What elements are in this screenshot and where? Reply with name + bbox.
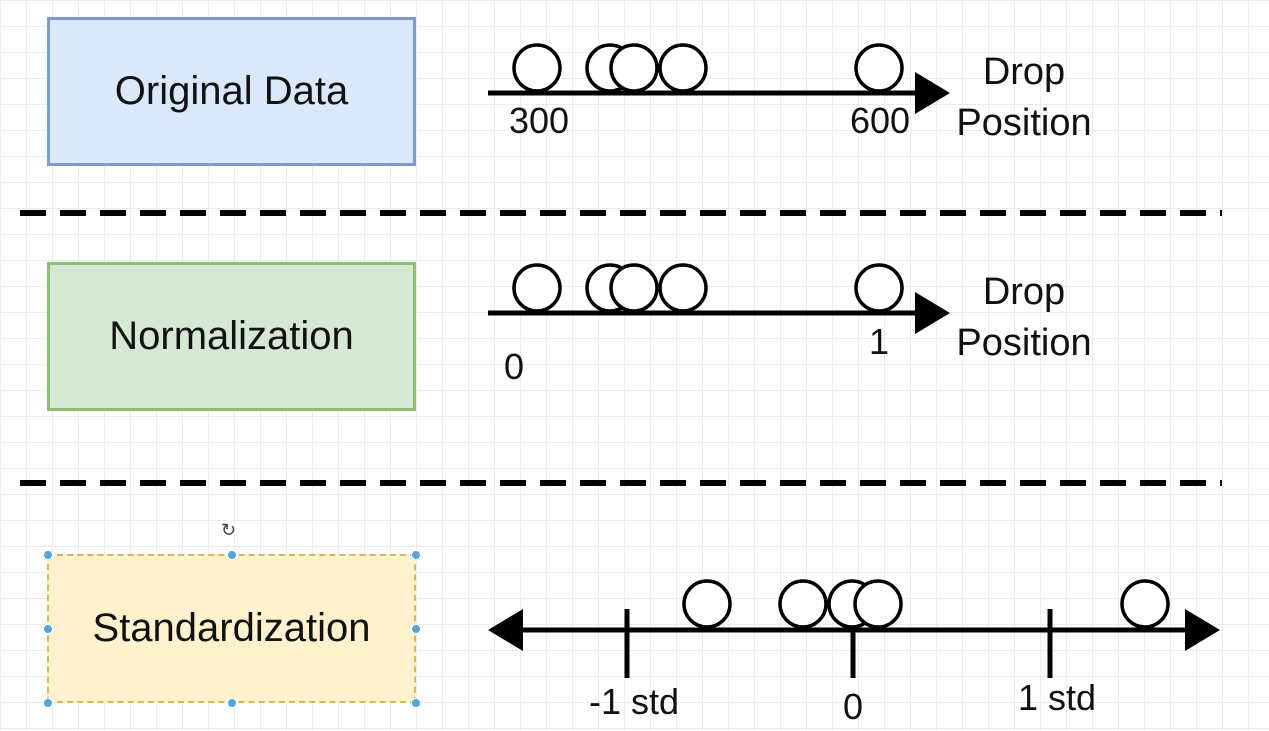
original-arrow-right-icon <box>915 72 950 114</box>
data-point <box>1120 579 1170 629</box>
data-point <box>609 43 659 93</box>
data-point <box>609 263 659 313</box>
data-point <box>512 263 562 313</box>
resize-handle-left[interactable] <box>43 624 53 634</box>
tick-label-max: 1 <box>869 321 889 362</box>
data-point <box>854 263 904 313</box>
resize-handle-top[interactable] <box>227 550 237 560</box>
axis-label-line-1: Drop <box>983 51 1065 93</box>
original-number-line: 300 600 Drop Position <box>488 43 1092 144</box>
original-data-box[interactable]: Original Data <box>47 17 416 166</box>
standardization-label: Standardization <box>92 606 371 650</box>
data-point <box>854 43 904 93</box>
axis-label-line-2: Position <box>956 322 1091 364</box>
tick-label-min: 0 <box>504 346 524 387</box>
data-point <box>658 43 708 93</box>
normalization-number-line: 0 1 Drop Position <box>488 263 1092 387</box>
tick-label-min: 300 <box>509 100 569 141</box>
tick-label-max: 600 <box>850 100 910 141</box>
resize-handle-bottom-left[interactable] <box>43 698 53 708</box>
data-point <box>778 579 828 629</box>
original-data-label: Original Data <box>114 69 349 113</box>
axis-label-line-1: Drop <box>983 271 1065 313</box>
resize-handle-top-left[interactable] <box>43 550 53 560</box>
standardization-arrow-right-icon <box>1185 609 1220 651</box>
tick-label-plus-1-std: 1 std <box>1018 677 1096 718</box>
normalization-label: Normalization <box>109 314 354 358</box>
data-point <box>853 579 903 629</box>
resize-handle-right[interactable] <box>411 624 421 634</box>
axis-label-line-2: Position <box>956 102 1091 144</box>
data-point <box>512 43 562 93</box>
standardization-box[interactable]: Standardization <box>47 554 416 703</box>
tick-label-minus-1-std: -1 std <box>589 681 679 722</box>
standardization-arrow-left-icon <box>488 609 523 651</box>
normalization-box[interactable]: Normalization <box>47 262 416 411</box>
data-point <box>682 579 732 629</box>
resize-handle-top-right[interactable] <box>411 550 421 560</box>
standardization-number-line: -1 std 0 1 std <box>488 579 1220 727</box>
data-point <box>658 263 708 313</box>
resize-handle-bottom[interactable] <box>227 698 237 708</box>
tick-label-0: 0 <box>843 686 863 727</box>
resize-handle-bottom-right[interactable] <box>411 698 421 708</box>
rotate-icon[interactable]: ↻ <box>221 520 237 540</box>
normalization-arrow-right-icon <box>915 292 950 334</box>
